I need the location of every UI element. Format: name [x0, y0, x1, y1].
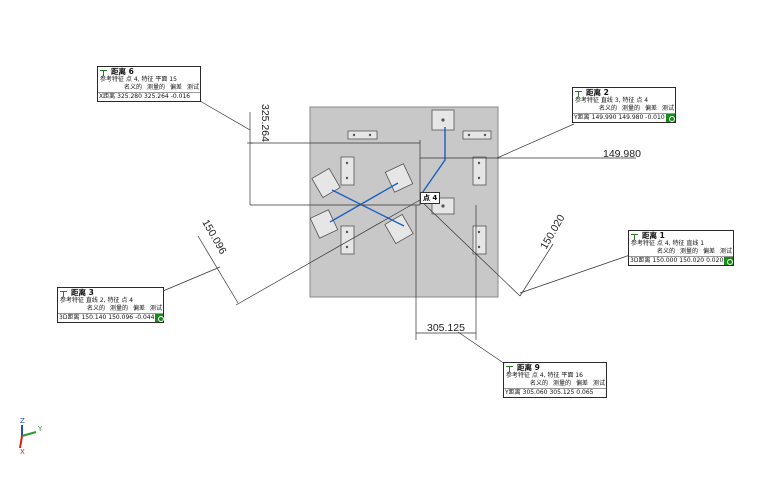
axis-z-label: Z — [20, 417, 25, 425]
measured-lines — [329, 127, 446, 227]
distance-icon — [60, 290, 69, 297]
box-nominal: 150.140 — [81, 314, 107, 321]
box-nominal: 305.060 — [522, 389, 548, 396]
box-deviation: -0.016 — [170, 93, 191, 100]
col-test: 测试 — [719, 248, 732, 255]
box-measured: 150.096 — [108, 314, 134, 321]
col-measured: 测量的 — [109, 305, 128, 312]
box-deviation: -0.044 — [135, 314, 155, 321]
box-measured: 305.125 — [549, 389, 575, 396]
dim-305125: 305.125 — [427, 322, 465, 334]
col-nominal: 名义的 — [529, 380, 548, 387]
box-type: Y距离 — [574, 114, 590, 121]
dim-150020: 150.020 — [538, 212, 567, 251]
col-measured: 测量的 — [552, 380, 571, 387]
col-test: 测试 — [149, 305, 162, 312]
box-type: X距离 — [99, 93, 116, 100]
box-type: 3D距离 — [59, 314, 80, 321]
box-title: 距离 2 — [586, 88, 609, 97]
col-deviation: 偏差 — [169, 84, 182, 91]
box-measured: 325.264 — [143, 93, 169, 100]
distance-icon — [631, 233, 640, 240]
col-test: 测试 — [592, 380, 605, 387]
box-ref: 参考特征 直线 2, 特征 点 4 — [60, 297, 134, 304]
axis-y-label: Y — [38, 425, 43, 433]
dimension-lines — [162, 100, 636, 367]
box-nominal: 149.990 — [591, 114, 617, 121]
dim-325264: 325.264 — [259, 104, 271, 142]
box-title: 距离 1 — [642, 231, 665, 240]
box-deviation: -0.010 — [645, 114, 665, 121]
distance-icon — [575, 90, 584, 97]
pass-icon — [155, 314, 164, 322]
box-ref: 参考特征 直线 3, 特征 点 4 — [575, 97, 649, 104]
dim-150096: 150.096 — [199, 218, 228, 257]
col-nominal: 名义的 — [598, 105, 617, 112]
box-ref: 参考特征 点 4, 特征 平面 15 — [100, 76, 177, 83]
dim-149980: 149.980 — [603, 148, 641, 160]
col-deviation: 偏差 — [132, 305, 145, 312]
point-4-text: 点 4 — [423, 194, 438, 202]
col-measured: 测量的 — [679, 248, 698, 255]
col-nominal: 名义的 — [656, 248, 675, 255]
distance-icon — [100, 69, 109, 76]
axis-x-label: X — [20, 448, 25, 456]
box-title: 距离 6 — [111, 67, 134, 76]
pass-icon — [191, 93, 200, 101]
box-measured: 149.980 — [618, 114, 644, 121]
box-nominal: 150.000 — [652, 257, 678, 264]
axis-triad: Z Y X — [14, 417, 54, 458]
col-test: 测试 — [661, 105, 674, 112]
col-nominal: 名义的 — [86, 305, 105, 312]
box-type: Y距离 — [505, 389, 521, 396]
box-measured: 150.020 — [679, 257, 705, 264]
box-nominal: 325.280 — [117, 93, 142, 100]
box-type: 3D距离 — [630, 257, 651, 264]
col-deviation: 偏差 — [644, 105, 657, 112]
col-deviation: 偏差 — [702, 248, 715, 255]
box-ref: 参考特征 点 4, 特征 平面 16 — [506, 372, 583, 379]
pass-icon — [665, 114, 675, 122]
box-title: 距离 3 — [71, 288, 94, 297]
point-4-label[interactable]: 点 4 — [420, 192, 441, 204]
box-deviation: 0.065 — [576, 389, 594, 396]
distance-icon — [506, 365, 515, 372]
col-nominal: 名义的 — [123, 84, 142, 91]
col-deviation: 偏差 — [575, 380, 588, 387]
pass-icon — [724, 257, 733, 265]
col-test: 测试 — [186, 84, 199, 91]
axis-triad-icon — [19, 425, 37, 449]
pass-icon — [594, 389, 606, 397]
col-measured: 测量的 — [146, 84, 165, 91]
box-deviation: 0.020 — [706, 257, 724, 264]
box-ref: 参考特征 点 4, 特征 直线 1 — [631, 240, 705, 247]
box-title: 距离 9 — [517, 363, 540, 372]
col-measured: 测量的 — [621, 105, 640, 112]
